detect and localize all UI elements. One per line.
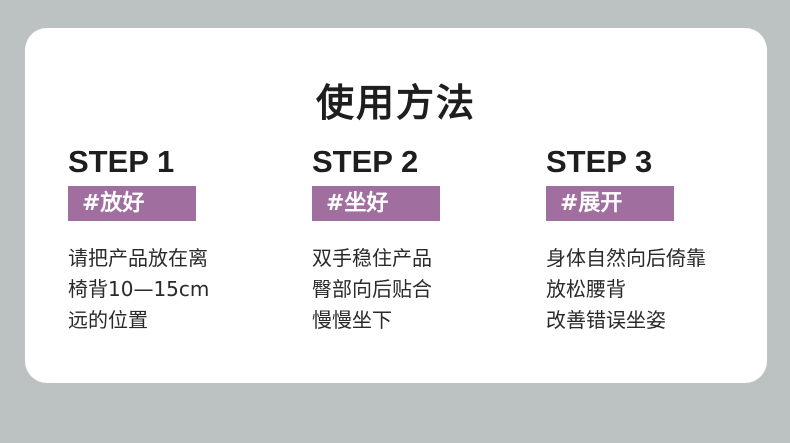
step-3-tag: #展开 — [546, 186, 674, 221]
step-3-line-3: 改善错误坐姿 — [546, 308, 666, 332]
step-2-line-2: 臀部向后贴合 — [312, 277, 432, 301]
page-title: 使用方法 — [315, 81, 476, 125]
step-2-line-3: 慢慢坐下 — [312, 308, 392, 332]
step-1-label: STEP 1 — [68, 144, 175, 179]
step-1-line-1: 请把产品放在离 — [68, 246, 208, 270]
step-3-line-1: 身体自然向后倚靠 — [546, 246, 706, 270]
step-1-line-2: 椅背10—15cm — [68, 277, 210, 301]
instruction-card: 使用方法 STEP 1 #放好 请把产品放在离 椅背10—15cm 远的位置 S… — [25, 28, 767, 383]
step-3-line-2: 放松腰背 — [546, 277, 626, 301]
step-2-description: 双手稳住产品 臀部向后贴合 慢慢坐下 — [312, 243, 532, 336]
step-1: STEP 1 #放好 请把产品放在离 椅背10—15cm 远的位置 — [68, 146, 288, 336]
step-2: STEP 2 #坐好 双手稳住产品 臀部向后贴合 慢慢坐下 — [312, 146, 532, 336]
step-2-label: STEP 2 — [312, 144, 419, 179]
step-1-description: 请把产品放在离 椅背10—15cm 远的位置 — [68, 243, 288, 336]
step-3: STEP 3 #展开 身体自然向后倚靠 放松腰背 改善错误坐姿 — [546, 146, 766, 336]
step-1-line-3: 远的位置 — [68, 308, 148, 332]
step-2-tag: #坐好 — [312, 186, 440, 221]
step-3-label: STEP 3 — [546, 144, 653, 179]
step-1-tag: #放好 — [68, 186, 196, 221]
step-2-line-1: 双手稳住产品 — [312, 246, 432, 270]
step-3-description: 身体自然向后倚靠 放松腰背 改善错误坐姿 — [546, 243, 766, 336]
